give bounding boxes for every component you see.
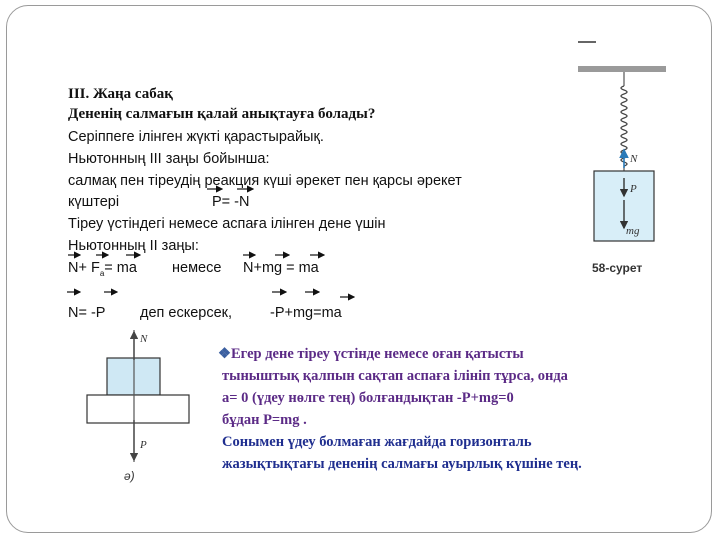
label-p-right: P <box>629 183 637 195</box>
eq-second-law-right: N+mg = ma <box>243 260 319 276</box>
eq-second-law-left-rest: = ma <box>104 260 137 276</box>
caption-right: 58-сурет <box>592 261 642 275</box>
label-p-left: P <box>139 439 147 451</box>
eq-condition-mid: деп ескерсек, <box>140 305 233 321</box>
label-mg: mg <box>626 225 640 237</box>
box-line-1: ❖Егер дене тіреу үстінде немесе оған қат… <box>218 346 524 363</box>
eq-second-law-left: N+ F <box>68 260 100 276</box>
figure-spring-weight: N P mg 58-сурет <box>578 41 666 275</box>
bullet-icon: ❖ <box>218 346 231 362</box>
eq-condition-right: -P+mg=ma <box>270 305 342 321</box>
conclusion-line-2: жазықтықтағы дененің салмағы ауырлық күш… <box>222 456 582 472</box>
box-line-4: бұдан P=mg . <box>222 412 307 428</box>
eq-second-law-or: немесе <box>172 260 222 276</box>
label-n-left: N <box>139 333 148 345</box>
body-line-3: салмақ пен тіреудің реакция күші әрекет … <box>68 173 462 189</box>
box-line-2: тыныштық қалпын сақтап аспаға ілініп тұр… <box>222 368 568 384</box>
slide-question: Дененің салмағын қалай анықтауға болады? <box>68 106 376 122</box>
conclusion-line-1: Сонымен үдеу болмаған жағдайда горизонта… <box>222 434 532 450</box>
eq-second-law: N+ Fа= ma <box>68 260 137 278</box>
slide-heading: III. Жаңа сабақ <box>68 86 173 102</box>
body-line-4: күштері <box>68 194 120 210</box>
body-line-6: Ньютонның ІІ заңы: <box>68 238 199 254</box>
eq-second-law-sub: а <box>99 268 105 278</box>
eq-third-law: P= -N <box>212 194 250 210</box>
eq-condition-left: N= -P <box>68 305 106 321</box>
label-n-right: N <box>629 153 638 165</box>
box-line-1-text: Егер дене тіреу үстінде немесе оған қаты… <box>231 346 524 362</box>
support-surface <box>86 394 190 424</box>
body-line-1: Серіппеге ілінген жүкті қарастырайық. <box>68 129 324 145</box>
ceiling-bar <box>578 66 666 72</box>
caption-left: ә) <box>124 469 135 483</box>
top-mark <box>578 41 596 43</box>
box-line-3: a= 0 (үдеу нөлге тең) болғандықтан -P+mg… <box>222 390 514 406</box>
figure-block-on-support: N P ә) <box>86 330 190 483</box>
slide-frame <box>6 5 712 533</box>
body-line-5: Тіреу үстіндегі немесе аспаға ілінген де… <box>68 216 386 232</box>
body-line-2: Ньютонның ІІІ заңы бойынша: <box>68 151 270 167</box>
